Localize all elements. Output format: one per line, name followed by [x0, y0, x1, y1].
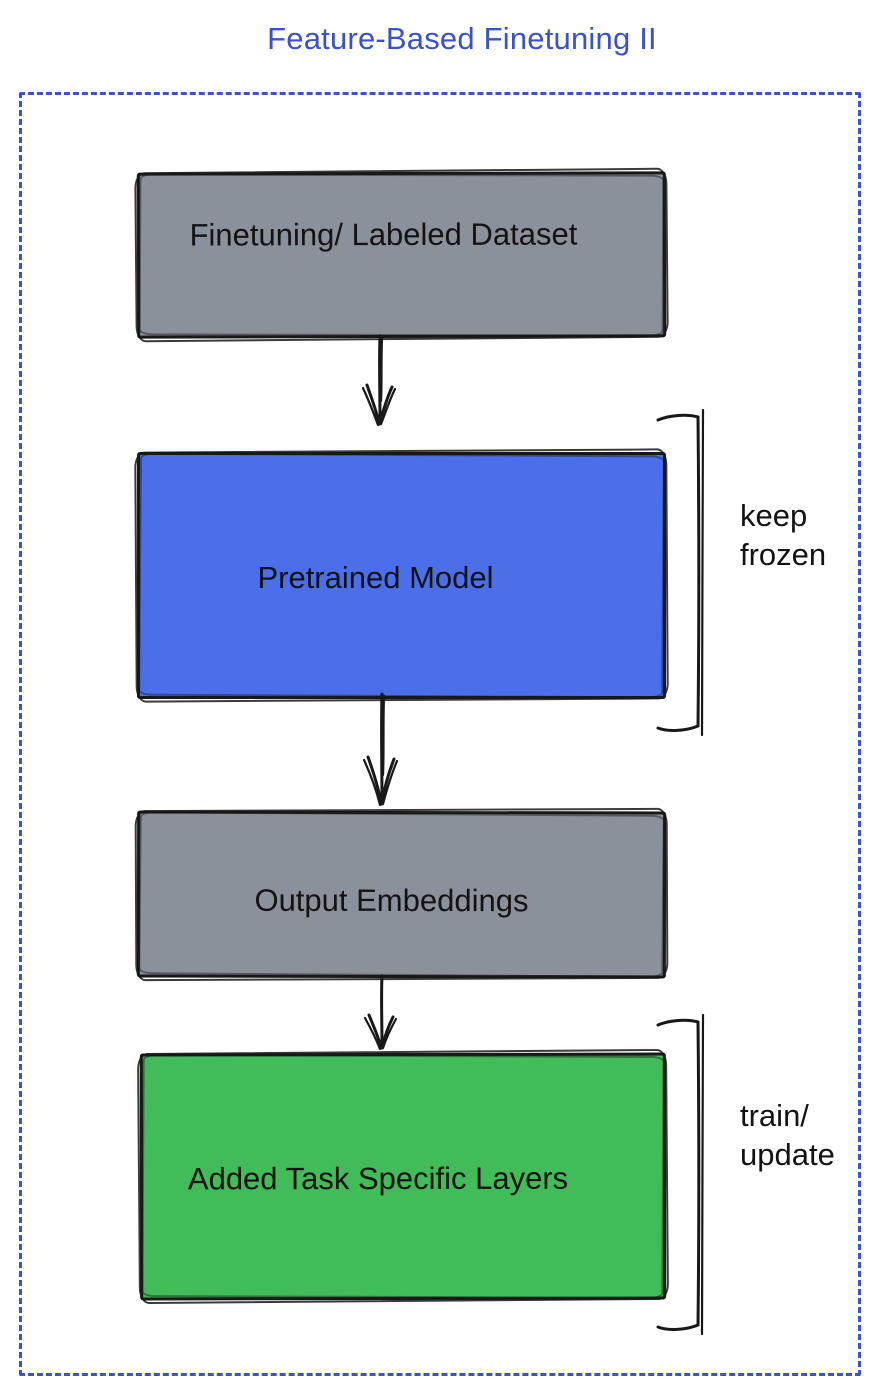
node-output-embeddings-label: Output Embeddings — [254, 882, 529, 918]
node-finetuning-dataset: Finetuning/ Labeled Dataset — [136, 171, 667, 339]
down-arrow-icon — [362, 692, 399, 807]
down-arrow-icon — [361, 334, 397, 427]
node-finetuning-dataset-label: Finetuning/ Labeled Dataset — [189, 216, 578, 253]
diagram-title: Feature-Based Finetuning II — [267, 21, 657, 56]
node-task-specific-layers-label: Added Task Specific Layers — [187, 1160, 569, 1196]
keep-frozen-label: keep frozen — [740, 498, 827, 572]
keep-frozen-bracket — [656, 408, 705, 737]
down-arrow-icon — [363, 974, 398, 1051]
node-pretrained-model-label: Pretrained Model — [257, 559, 494, 595]
node-pretrained-model: Pretrained Model — [137, 452, 666, 699]
train-update-label: train/ update — [740, 1098, 835, 1172]
node-task-specific-layers: Added Task Specific Layers — [139, 1052, 667, 1301]
train-update-bracket — [656, 1013, 705, 1336]
node-output-embeddings: Output Embeddings — [136, 810, 667, 979]
dotted-frame — [19, 92, 861, 1376]
